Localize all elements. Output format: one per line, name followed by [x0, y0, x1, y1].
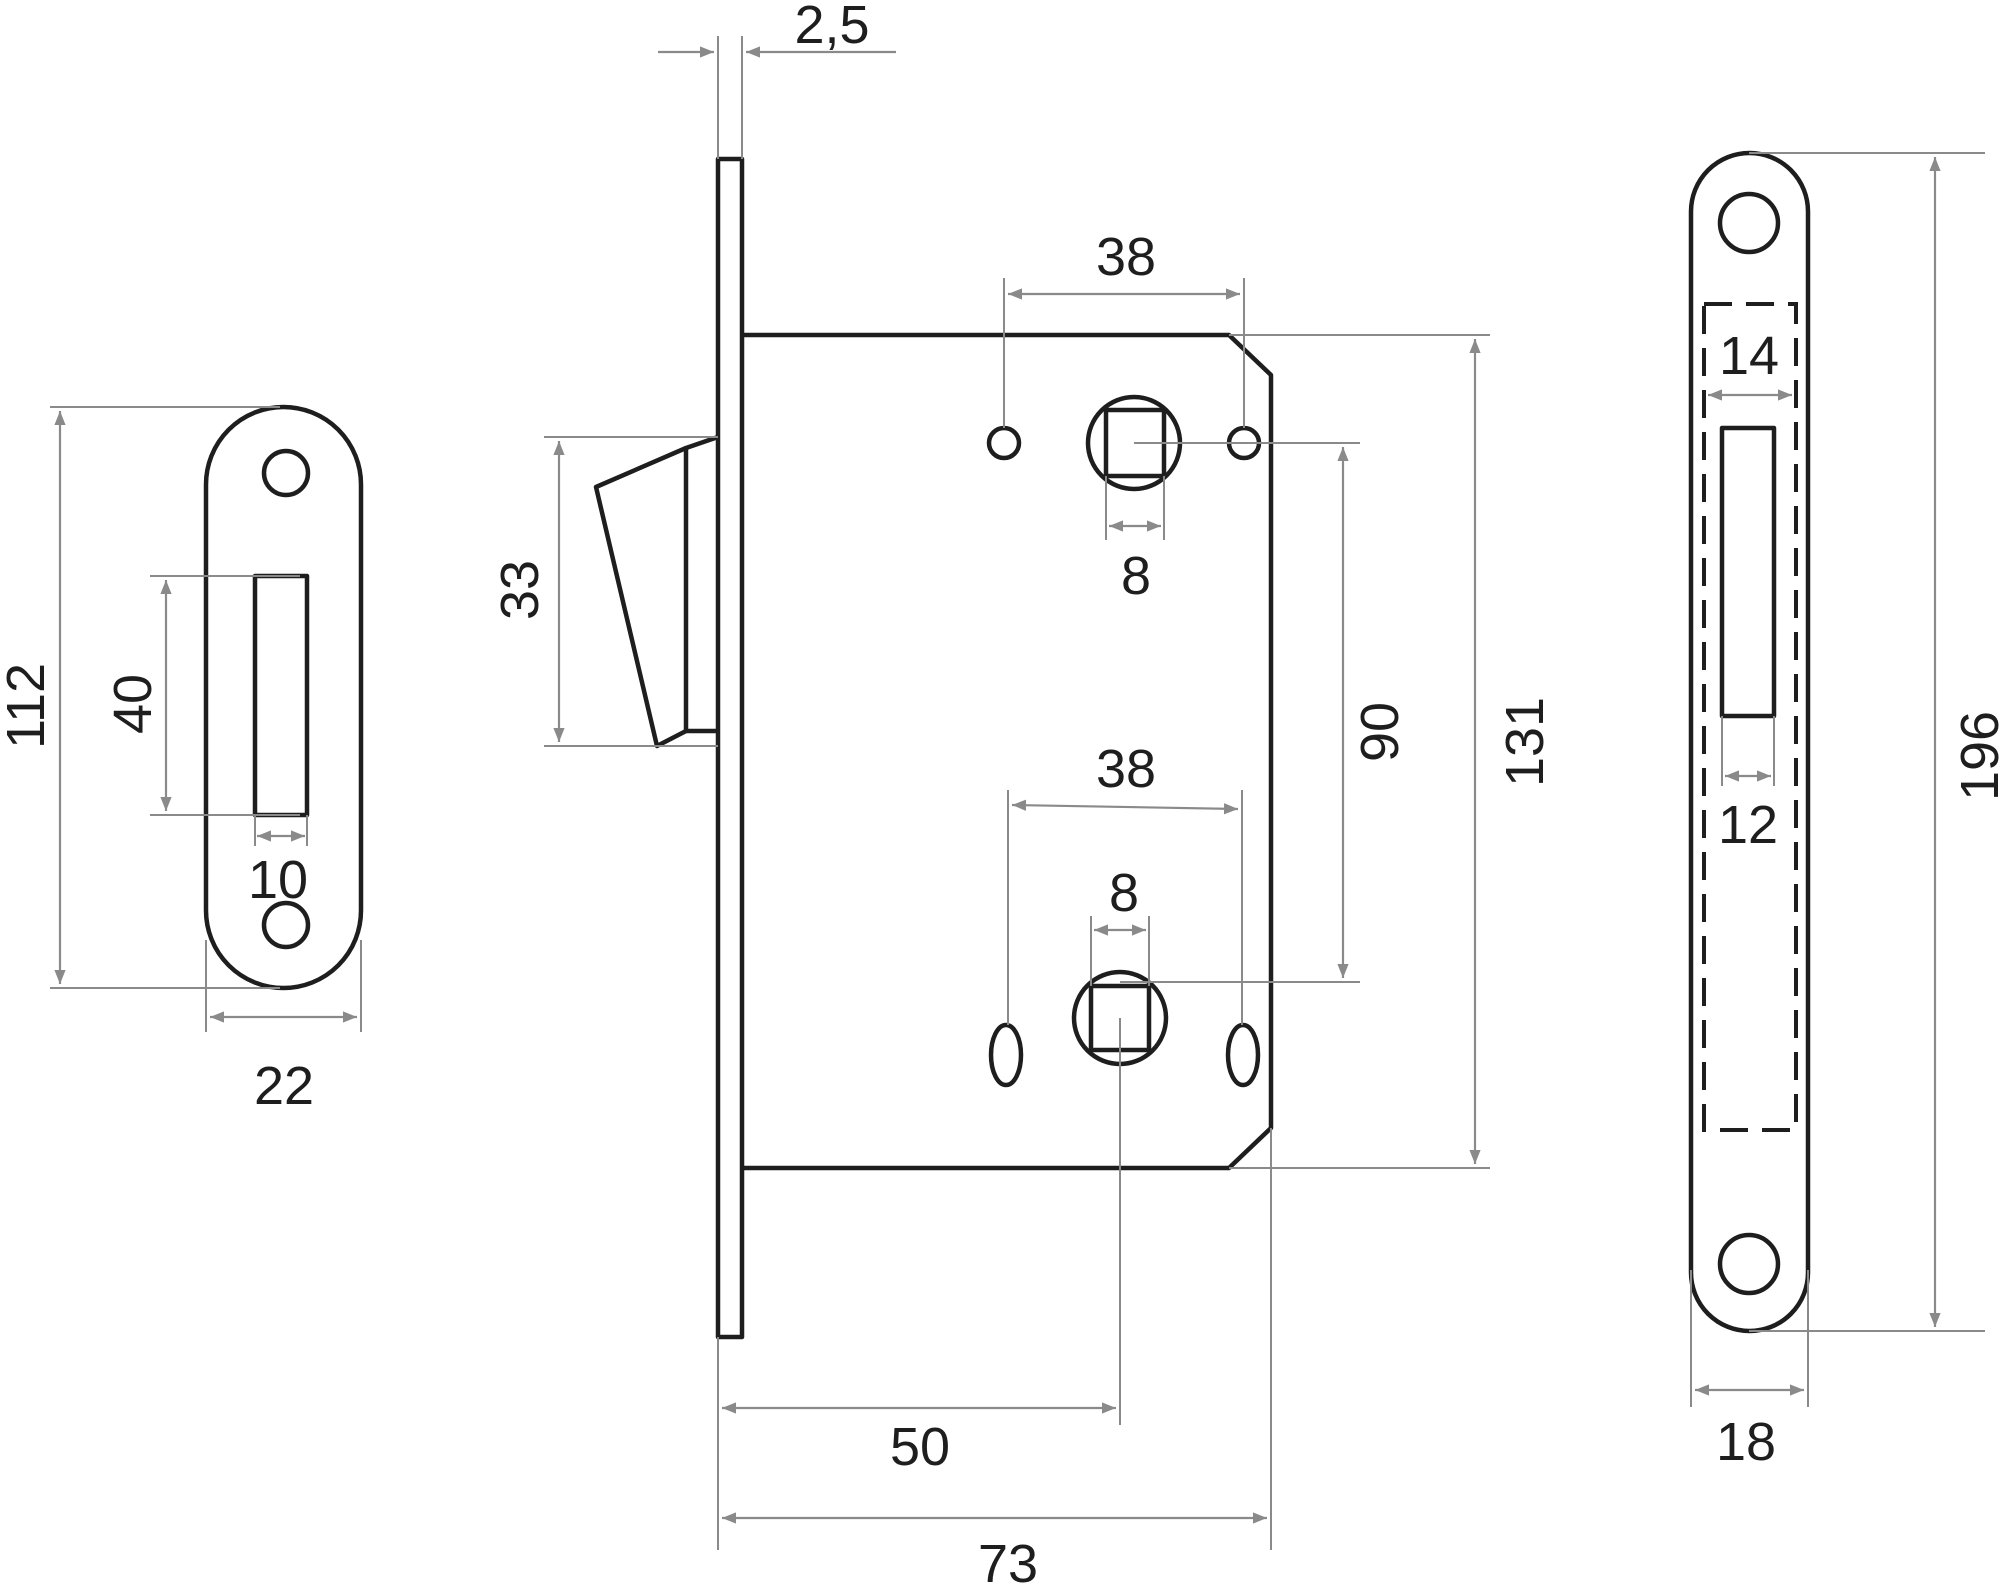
strike-slot-height-label: 40 — [103, 674, 163, 734]
strike-plate-latch-slot — [252, 573, 310, 818]
face-plate-bottom-screw-hole — [1717, 1232, 1781, 1296]
latch-bolt — [683, 434, 719, 734]
backset-label: 50 — [890, 1417, 950, 1477]
key-hole-spacing-dimension-line — [1011, 799, 1239, 815]
lock-body — [593, 156, 1274, 1340]
face-plate-top-screw-hole — [1717, 191, 1781, 255]
strike-plate-dimensions: 112 40 10 22 — [0, 406, 362, 1116]
strike-plate-outline — [203, 404, 364, 991]
face-plate-latch-slot — [1719, 425, 1777, 719]
strike-plate-bottom-screw-hole — [261, 900, 311, 950]
body-height-label: 131 — [1495, 697, 1555, 787]
strike-slot-width-label: 10 — [248, 850, 308, 910]
face-plate-mortise-cutout — [1702, 302, 1798, 1132]
face-plate-dimensions: 14 12 196 18 — [1690, 152, 2000, 1472]
lock-body-dimensions: 2,5 33 38 8 90 131 38 8 — [490, 0, 1555, 1586]
faceplate-thickness-label: 2,5 — [794, 0, 869, 55]
key-spindle-label: 8 — [1109, 863, 1139, 923]
strike-height-label: 112 — [0, 663, 56, 749]
key-hole-spacing-label: 38 — [1096, 739, 1156, 799]
handle-spindle-label: 8 — [1121, 546, 1151, 606]
face-slot-width-label: 12 — [1718, 795, 1778, 855]
latch-bolt-bevel — [593, 445, 688, 749]
spindle-center-distance-label: 90 — [1350, 702, 1410, 762]
latch-height-label: 33 — [490, 560, 550, 620]
strike-plate-top-screw-hole — [261, 448, 311, 498]
face-width-label: 18 — [1716, 1412, 1776, 1472]
key-right-screw-slot — [1225, 1022, 1261, 1088]
face-height-label: 196 — [1950, 711, 2000, 801]
key-left-screw-slot — [988, 1022, 1024, 1088]
body-depth-label: 73 — [978, 1534, 1038, 1586]
face-cutout-width-label: 14 — [1719, 326, 1779, 386]
lock-faceplate — [715, 156, 745, 1340]
handle-left-screw-hole — [986, 425, 1022, 461]
handle-hole-spacing-label: 38 — [1096, 227, 1156, 287]
lock-case-outline — [742, 332, 1274, 1171]
strike-width-label: 22 — [254, 1056, 314, 1116]
